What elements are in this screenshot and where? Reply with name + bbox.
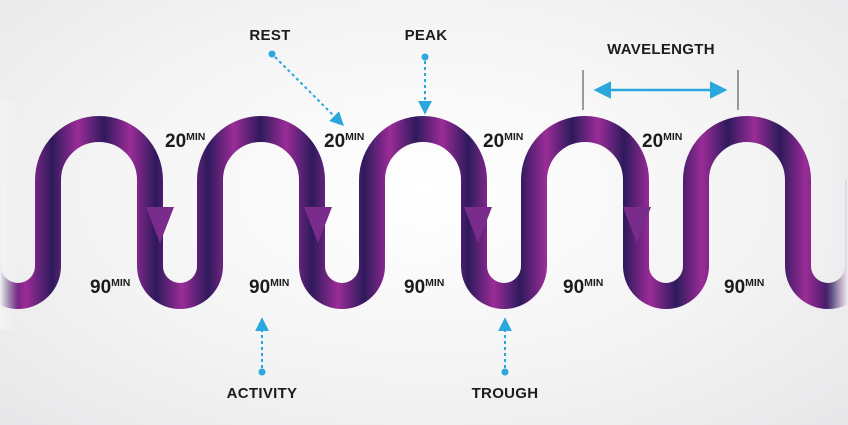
triangle-down-icon <box>146 207 174 243</box>
activity-duration-label: 90MIN <box>90 277 130 298</box>
wavelength-label: WAVELENGTH <box>607 41 715 58</box>
trough-pointer-dot <box>501 368 509 376</box>
rest-label: REST <box>249 27 290 44</box>
rest-duration-label: 20MIN <box>483 131 523 152</box>
peak-label: PEAK <box>405 27 448 44</box>
peak-pointer-dot <box>421 53 429 61</box>
rest-duration-label: 20MIN <box>642 131 682 152</box>
activity-duration-label: 90MIN <box>563 277 603 298</box>
left-fade <box>0 100 18 330</box>
trough-label: TROUGH <box>472 385 539 402</box>
triangle-down-icon <box>464 207 492 243</box>
rest-pointer-dot <box>268 50 276 58</box>
activity-label: ACTIVITY <box>227 385 298 402</box>
triangle-down-icon <box>304 207 332 243</box>
activity-pointer-dot <box>258 368 266 376</box>
rest-duration-label: 20MIN <box>324 131 364 152</box>
right-fade <box>826 100 848 330</box>
activity-duration-label: 90MIN <box>724 277 764 298</box>
triangle-down-icon <box>623 207 651 243</box>
rest-duration-label: 20MIN <box>165 131 205 152</box>
rest-pointer <box>274 56 344 126</box>
activity-duration-label: 90MIN <box>249 277 289 298</box>
activity-duration-label: 90MIN <box>404 277 444 298</box>
sleep-wave <box>0 116 848 309</box>
